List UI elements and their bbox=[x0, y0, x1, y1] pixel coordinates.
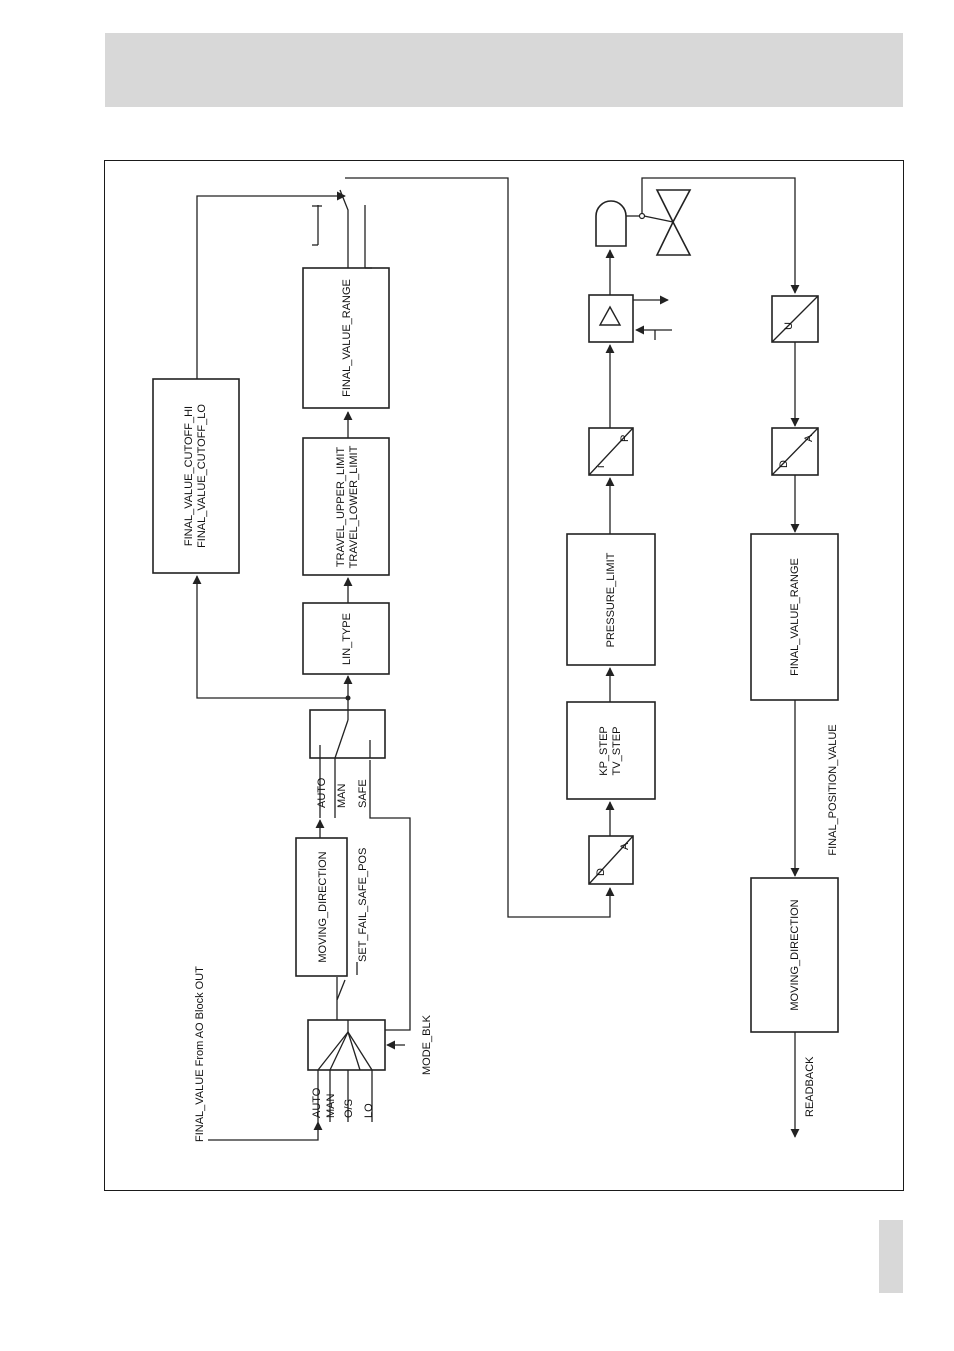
side-tab bbox=[879, 1220, 903, 1293]
final-position-value-label: FINAL_POSITION_VALUE bbox=[827, 724, 839, 855]
lin-type-label: LIN_TYPE bbox=[341, 613, 353, 665]
moving-direction-top-block bbox=[295, 837, 348, 977]
da1-bottom: A bbox=[619, 842, 631, 850]
final-value-range-top-label: FINAL_VALUE_RANGE bbox=[341, 279, 353, 397]
input-line bbox=[208, 1121, 323, 1141]
mode-selector-block bbox=[307, 1019, 386, 1071]
switch2-input-auto: AUTO bbox=[316, 777, 328, 808]
travel-limits-block bbox=[302, 437, 390, 576]
final-value-range-bottom-block bbox=[750, 533, 839, 701]
tv-step-label: TV_STEP bbox=[611, 727, 623, 776]
switch2-input-safe: SAFE bbox=[357, 779, 369, 808]
u-label: U bbox=[783, 322, 795, 330]
feedback-line bbox=[641, 177, 800, 294]
da2-bottom: A bbox=[803, 434, 815, 442]
cutoff-hi-label: FINAL_VALUE_CUTOFF_HI bbox=[183, 406, 195, 546]
diagram-frame bbox=[104, 160, 904, 1191]
pressure-limit-block bbox=[566, 533, 656, 666]
da2-top: D bbox=[778, 460, 790, 468]
ip-bottom: P bbox=[619, 435, 631, 442]
cutoff-branch bbox=[192, 575, 348, 699]
valve-icon bbox=[643, 189, 692, 256]
lin-type-block bbox=[302, 602, 390, 675]
pressure-limit-label: PRESSURE_LIMIT bbox=[605, 552, 617, 647]
input-label: FINAL_VALUE From AO Block OUT bbox=[194, 966, 206, 1142]
amplifier-triangle-icon bbox=[598, 305, 622, 326]
travel-upper-limit-label: TRAVEL_UPPER_LIMIT bbox=[335, 447, 347, 568]
kp-step-label: KP_STEP bbox=[598, 726, 610, 776]
switch2-input-man: MAN bbox=[336, 784, 348, 809]
header-band bbox=[105, 33, 903, 107]
kp-tv-step-block bbox=[566, 701, 656, 800]
set-fail-safe-label: SET_FAIL_SAFE_POS bbox=[357, 848, 369, 962]
mode-input-lo: LO bbox=[363, 1103, 375, 1118]
actuator-icon bbox=[595, 200, 627, 247]
moving-direction-bottom-block bbox=[750, 877, 839, 1033]
final-value-range-top-block bbox=[302, 267, 390, 409]
da1-top: D bbox=[595, 868, 607, 876]
final-switch-lines bbox=[339, 189, 349, 268]
ip-top: i bbox=[595, 466, 607, 468]
mode-switch2-contacts bbox=[319, 710, 371, 759]
moving-direction-top-label: MOVING_DIRECTION bbox=[317, 851, 329, 962]
top-feed-line bbox=[345, 177, 615, 918]
mode-blk-label: MODE_BLK bbox=[421, 1014, 433, 1075]
valve-stem-node bbox=[638, 212, 646, 220]
cutoff-block bbox=[152, 378, 240, 574]
final-value-range-bottom-label: FINAL_VALUE_RANGE bbox=[789, 558, 801, 676]
readback-label: READBACK bbox=[804, 1056, 816, 1117]
cutoff-lo-label: FINAL_VALUE_CUTOFF_LO bbox=[196, 404, 208, 548]
mode-input-man: MAN bbox=[325, 1094, 337, 1119]
mode-input-os: O/S bbox=[343, 1099, 355, 1118]
travel-lower-limit-label: TRAVEL_LOWER_LIMIT bbox=[348, 445, 360, 568]
mode-input-auto: AUTO bbox=[311, 1087, 323, 1118]
moving-direction-bottom-label: MOVING_DIRECTION bbox=[789, 899, 801, 1010]
pneumatic-amplifier bbox=[588, 294, 634, 343]
mode-selector-switch bbox=[317, 1020, 373, 1071]
